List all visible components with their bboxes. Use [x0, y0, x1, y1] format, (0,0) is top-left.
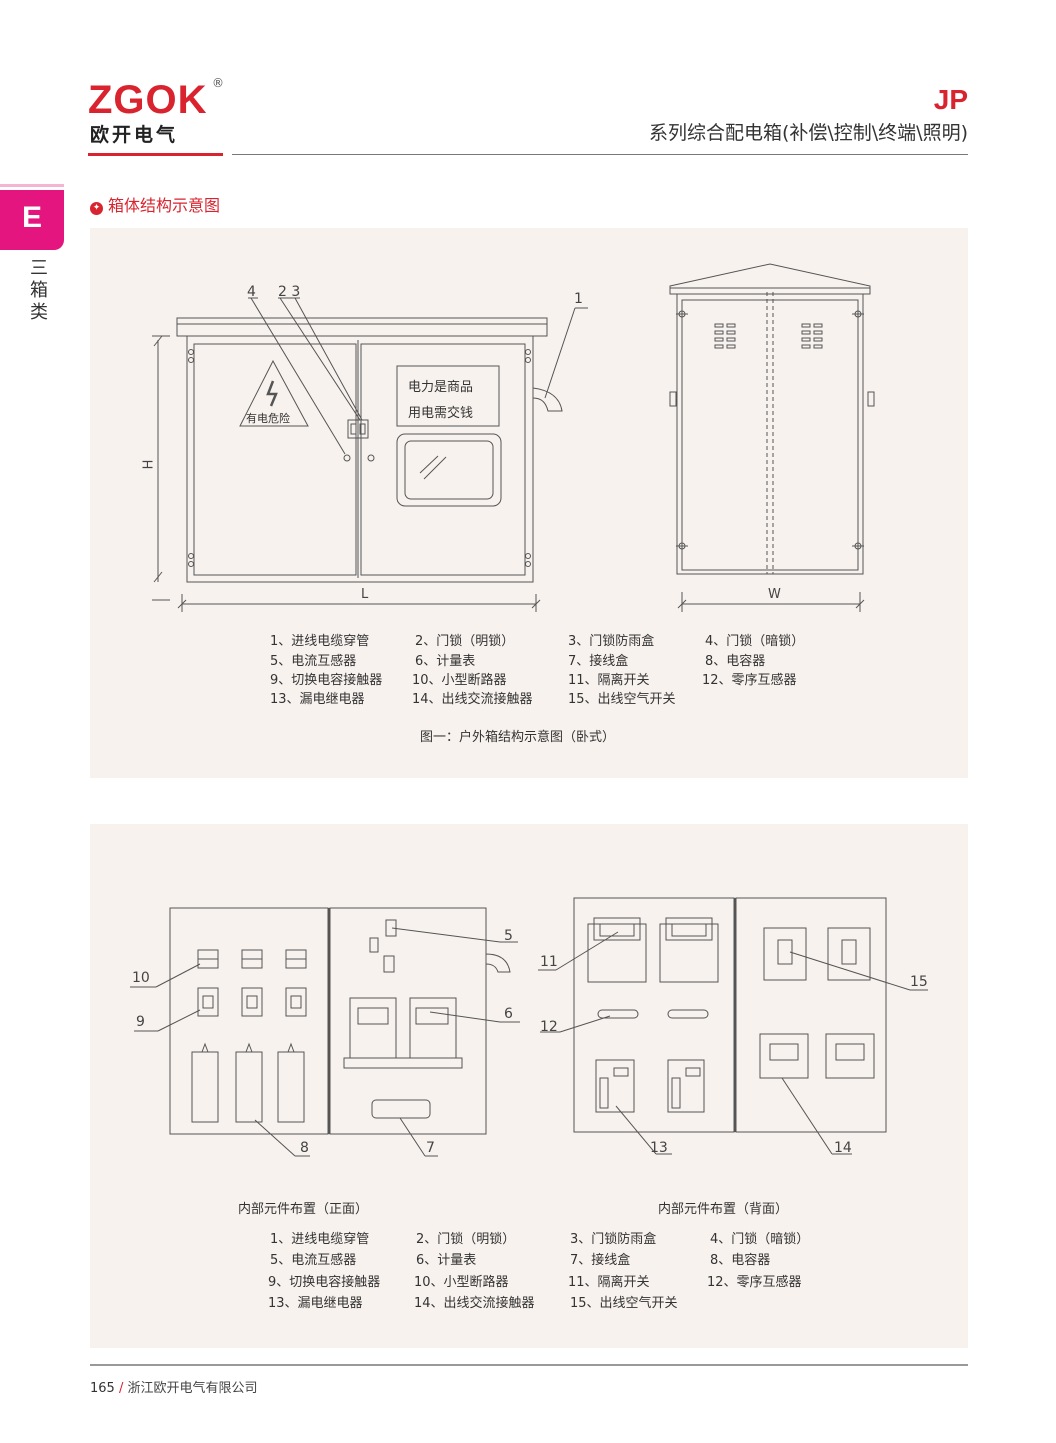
footer-rule: [90, 1364, 968, 1366]
registered-mark: ®: [212, 76, 224, 90]
callout-7: 7: [426, 1140, 435, 1156]
caption-back: 内部元件布置（背面）: [658, 1202, 789, 1217]
legend-item: 15、出线空气开关: [570, 1296, 678, 1311]
outdoor-cabinet-drawing: [152, 263, 875, 612]
callout-15: 15: [910, 974, 928, 990]
dim-l-label: L: [361, 587, 369, 602]
dim-w-label: W: [768, 587, 781, 602]
callout-2-3: 2 3: [278, 284, 301, 300]
legend-item: 2、门锁（明锁）: [416, 1232, 516, 1247]
callout-8: 8: [300, 1140, 309, 1156]
legend-item: 13、漏电继电器: [270, 692, 365, 707]
legend-item: 5、电流互感器: [270, 654, 357, 669]
legend-item: 10、小型断路器: [414, 1275, 509, 1290]
legend-item: 2、门锁（明锁）: [415, 634, 515, 649]
legend-item: 6、计量表: [416, 1253, 477, 1268]
callout-10: 10: [132, 970, 150, 986]
callout-13: 13: [650, 1140, 668, 1156]
figure2-panel: 10 9 8 7 6 5 11 12 13 14 15 内部元件布置（正面） 内…: [90, 824, 968, 1348]
section-title-text: 箱体结构示意图: [108, 196, 221, 215]
legend-item: 15、出线空气开关: [568, 692, 676, 707]
callout-9: 9: [136, 1014, 145, 1030]
chapter-tab[interactable]: E: [0, 184, 64, 250]
brand-logo: ZGOK: [88, 78, 208, 122]
legend-item: 12、零序互感器: [702, 673, 797, 688]
legend-item: 4、门锁（暗锁）: [705, 634, 805, 649]
legend-item: 8、电容器: [705, 654, 766, 669]
sign-line-2: 用电需交钱: [408, 406, 474, 421]
legend-item: 9、切换电容接触器: [270, 673, 383, 688]
legend-item: 4、门锁（暗锁）: [710, 1232, 810, 1247]
footer: 165 / 浙江欧开电气有限公司: [90, 1377, 258, 1396]
legend-item: 1、进线电缆穿管: [270, 1232, 370, 1247]
logo-underline: [88, 153, 223, 156]
page-number: 165: [90, 1381, 115, 1396]
company-name: 浙江欧开电气有限公司: [127, 1381, 258, 1396]
legend-item: 12、零序互感器: [707, 1275, 802, 1290]
series-subtitle: 系列综合配电箱(补偿\控制\终端\照明): [648, 122, 968, 144]
legend-item: 3、门锁防雨盒: [568, 634, 655, 649]
legend-item: 8、电容器: [710, 1253, 771, 1268]
series-code: JP: [933, 84, 968, 115]
legend-item: 5、电流互感器: [270, 1253, 357, 1268]
legend-item: 11、隔离开关: [568, 673, 650, 688]
warning-label: 有电危险: [246, 412, 290, 425]
legend-item: 14、出线交流接触器: [412, 692, 533, 707]
callout-1: 1: [574, 291, 583, 307]
legend-item: 7、接线盒: [570, 1253, 631, 1268]
section-title: ✦ 箱体结构示意图: [90, 192, 220, 216]
legend-item: 14、出线交流接触器: [414, 1296, 535, 1311]
legend-item: 11、隔离开关: [568, 1275, 650, 1290]
brand-name-cn: 欧开电气: [90, 124, 179, 146]
legend-item: 6、计量表: [415, 654, 476, 669]
chapter-label: 三箱类: [30, 258, 48, 323]
legend-item: 9、切换电容接触器: [268, 1275, 381, 1290]
star-icon: ✦: [90, 202, 103, 215]
sign-line-1: 电力是商品: [408, 380, 474, 395]
footer-separator: /: [118, 1381, 124, 1396]
legend-item: 10、小型断路器: [412, 673, 507, 688]
caption-front: 内部元件布置（正面）: [238, 1202, 369, 1217]
figure1-panel: 4 2 3 1 有电危险 电力是商品 用电需交钱 H L W 1、进线电缆穿管 …: [90, 228, 968, 778]
legend-item: 3、门锁防雨盒: [570, 1232, 657, 1247]
callout-14: 14: [834, 1140, 852, 1156]
dim-h-label: H: [141, 459, 157, 470]
header-rule: [232, 154, 968, 155]
callout-5: 5: [504, 928, 513, 944]
legend-item: 13、漏电继电器: [268, 1296, 363, 1311]
callout-11: 11: [540, 954, 558, 970]
internal-layout-drawing: [130, 897, 928, 1157]
callout-12: 12: [540, 1019, 558, 1035]
callout-6: 6: [504, 1006, 513, 1022]
figure1-caption: 图一：户外箱结构示意图（卧式）: [420, 730, 616, 745]
callout-4: 4: [247, 284, 256, 300]
legend-item: 1、进线电缆穿管: [270, 634, 370, 649]
legend-item: 7、接线盒: [568, 654, 629, 669]
